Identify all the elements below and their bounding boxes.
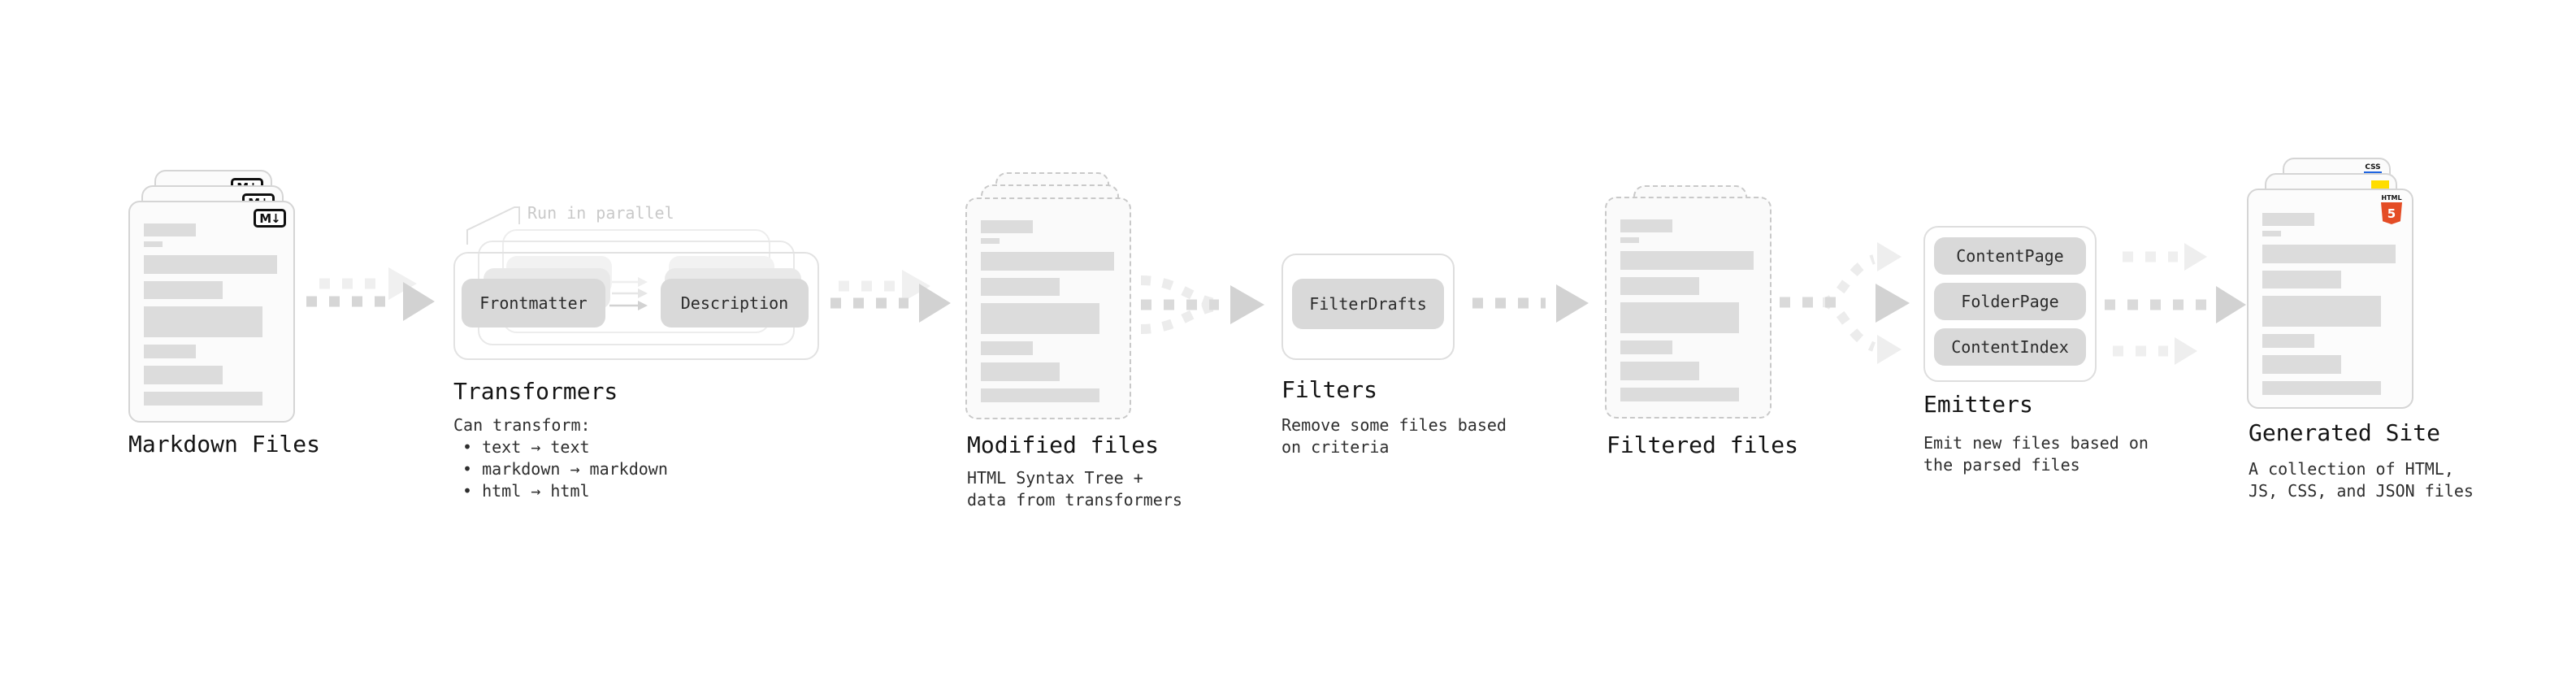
doc-line (144, 392, 262, 406)
css-icon-label: CSS (2365, 163, 2381, 171)
doc-content-placeholder (1620, 219, 1754, 401)
doc-line (1620, 237, 1639, 243)
doc-content-placeholder (2262, 213, 2396, 395)
generated-site-title: Generated Site (2249, 419, 2441, 446)
doc-line (981, 388, 1099, 402)
doc-content-placeholder (144, 223, 277, 406)
transformers-description: Can transform: • text → text • markdown … (453, 414, 668, 502)
modified-files-description: HTML Syntax Tree + data from transformer… (967, 467, 1182, 511)
doc-line (981, 303, 1099, 334)
doc-line (1620, 277, 1699, 295)
doc-line (981, 278, 1060, 296)
modified-desc-line: HTML Syntax Tree + (967, 468, 1143, 488)
doc-line (144, 255, 277, 274)
generated-doc-html: HTML 5 (2247, 189, 2413, 409)
run-in-parallel-callout-line (466, 206, 520, 245)
doc-line (2262, 381, 2381, 395)
filters-description: Remove some files based on criteria (1281, 414, 1507, 458)
filter-box-filterdrafts: FilterDrafts (1292, 279, 1444, 329)
arrow-split-filtered-to-emitters (1780, 242, 1910, 364)
filtered-doc-front (1605, 197, 1772, 419)
markdown-icon: M↓ (254, 209, 286, 228)
doc-line (2262, 231, 2281, 236)
modified-files-title: Modified files (967, 432, 1160, 458)
doc-line (144, 306, 262, 337)
arrow-emitters-to-generated (2105, 243, 2246, 365)
doc-line (2262, 296, 2381, 327)
html5-icon-number: 5 (2387, 206, 2396, 221)
transformer-box-description: Description (661, 279, 809, 327)
doc-line (144, 281, 223, 299)
arrow-merge-modified-to-filters (1140, 275, 1264, 334)
transformers-title: Transformers (453, 378, 618, 405)
folderpage-label: FolderPage (1961, 292, 2059, 311)
arrow-filters-to-filtered (1472, 284, 1589, 323)
emitter-box-contentindex: ContentIndex (1934, 328, 2086, 366)
doc-line (1620, 362, 1699, 380)
doc-line (2262, 355, 2341, 374)
arrow-frontmatter-to-description (609, 277, 648, 310)
doc-line (2262, 334, 2314, 348)
doc-line (2262, 271, 2341, 288)
generated-desc-line: A collection of HTML, (2249, 459, 2454, 479)
run-in-parallel-callout: Run in parallel (527, 203, 674, 223)
markdown-doc-front: M↓ (128, 201, 295, 423)
html5-icon-word: HTML (2381, 194, 2402, 202)
emitters-desc-line: Emit new files based on (1923, 433, 2149, 453)
markdown-files-title: Markdown Files (128, 431, 321, 458)
doc-line (2262, 213, 2314, 226)
doc-line (981, 220, 1033, 233)
doc-line (1620, 388, 1739, 401)
transformer-box-frontmatter: Frontmatter (462, 279, 605, 327)
doc-line (144, 345, 196, 358)
html5-icon: HTML 5 (2380, 194, 2403, 224)
filtered-files-title: Filtered files (1607, 432, 1799, 458)
emitters-title: Emitters (1923, 391, 2033, 418)
doc-line (981, 362, 1060, 381)
generated-site-description: A collection of HTML, JS, CSS, and JSON … (2249, 458, 2474, 502)
emitters-description: Emit new files based on the parsed files (1923, 432, 2149, 476)
doc-line (1620, 302, 1739, 333)
filters-panel: FilterDrafts (1281, 254, 1455, 360)
contentindex-label: ContentIndex (1951, 337, 2069, 357)
transformers-bullet: • markdown → markdown (462, 459, 668, 479)
filterdrafts-label: FilterDrafts (1309, 294, 1427, 314)
transformers-bullet: • text → text (462, 437, 590, 457)
modified-desc-line: data from transformers (967, 490, 1182, 510)
arrow-transformers-to-modified (830, 270, 951, 323)
filters-desc-line: Remove some files based (1281, 415, 1507, 435)
doc-line (981, 238, 1000, 244)
doc-line (981, 252, 1114, 271)
emitter-box-folderpage: FolderPage (1934, 283, 2086, 320)
arrow-markdown-to-transformers (306, 267, 435, 321)
emitter-box-contentpage: ContentPage (1934, 237, 2086, 275)
doc-line (1620, 340, 1672, 354)
markdown-icon-label: M↓ (259, 210, 280, 226)
doc-line (144, 223, 196, 236)
doc-line (1620, 251, 1754, 270)
doc-line (981, 341, 1033, 355)
html5-icon-shield: 5 (2381, 202, 2402, 224)
doc-content-placeholder (981, 220, 1114, 402)
filters-title: Filters (1281, 376, 1378, 403)
transformers-panel-front (453, 252, 819, 360)
filters-desc-line: on criteria (1281, 437, 1390, 457)
transformers-bullet: • html → html (462, 481, 590, 501)
description-label: Description (680, 293, 789, 313)
frontmatter-label: Frontmatter (479, 293, 588, 313)
generated-desc-line: JS, CSS, and JSON files (2249, 481, 2474, 501)
doc-line (144, 241, 163, 247)
contentpage-label: ContentPage (1956, 246, 2064, 266)
emitters-desc-line: the parsed files (1923, 455, 2080, 475)
doc-line (1620, 219, 1672, 232)
modified-doc-front (965, 197, 1131, 419)
transformers-desc-heading: Can transform: (453, 415, 591, 435)
doc-line (144, 366, 223, 384)
emitters-panel: ContentPage FolderPage ContentIndex (1923, 226, 2097, 382)
doc-line (2262, 245, 2396, 263)
